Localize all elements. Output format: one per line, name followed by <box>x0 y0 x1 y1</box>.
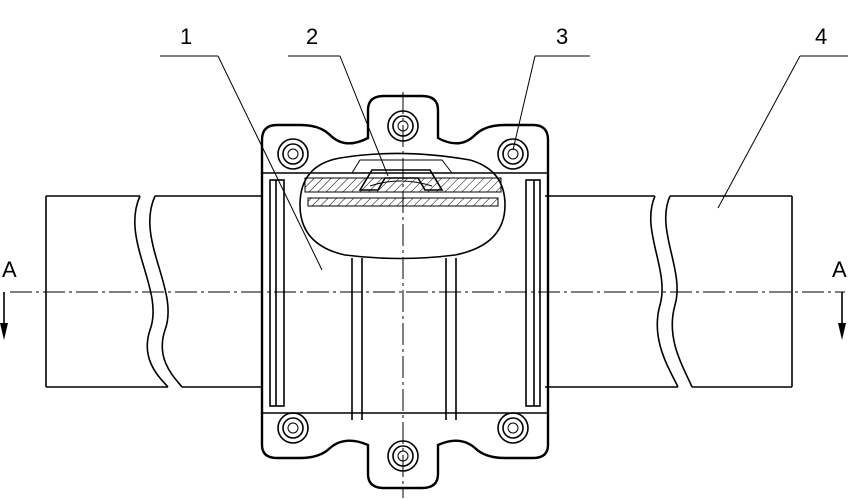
pipe-break-line <box>650 195 679 388</box>
pipe-break-line <box>134 195 169 388</box>
callout-1-label: 1 <box>180 24 192 49</box>
pipe-break-line <box>665 195 693 388</box>
seal-ring <box>358 169 444 191</box>
callout-2: 2 <box>288 24 389 177</box>
bolt-top-right <box>497 138 529 170</box>
right-pipe <box>545 195 793 388</box>
section-marker-left: A <box>0 257 17 340</box>
bolt-top-left <box>277 138 309 170</box>
section-marker-left-label: A <box>2 257 17 282</box>
callout-2-label: 2 <box>306 24 318 49</box>
bolt-bottom-left <box>277 412 309 444</box>
callout-1: 1 <box>160 24 323 271</box>
coupling-housing <box>260 94 550 490</box>
callout-3: 3 <box>512 24 590 151</box>
bolt-bottom-right <box>497 412 529 444</box>
callout-3-label: 3 <box>556 24 568 49</box>
section-marker-right: A <box>832 257 847 340</box>
section-marker-right-label: A <box>832 257 847 282</box>
callout-4: 4 <box>717 24 848 209</box>
pipe-break-line <box>149 195 183 388</box>
callout-4-label: 4 <box>815 24 827 49</box>
